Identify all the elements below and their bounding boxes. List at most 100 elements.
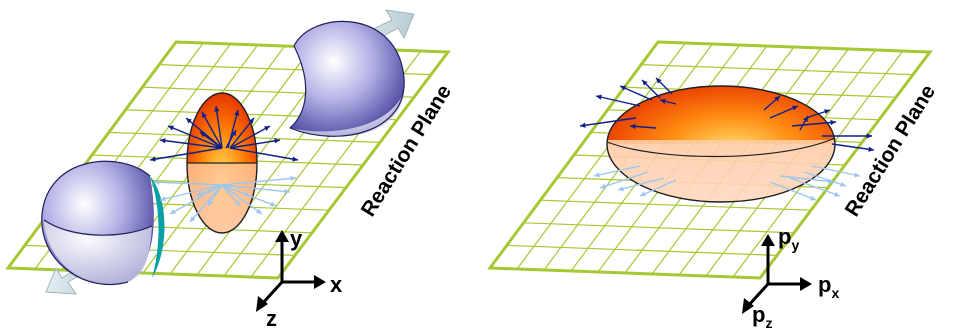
axis-z-line [260,280,284,306]
axis-px-label: px [818,272,839,301]
flow-arrow-light [153,181,223,186]
flow-arrow-dark-head [824,109,830,115]
flow-arrow-dark-head [160,138,166,144]
flow-arrow-dark-head [792,105,798,111]
flow-arrow-dark-head [630,123,636,130]
flow-arrow-dark [579,117,637,127]
flow-arrow-dark-head [620,85,626,91]
right-flow-arrows [579,77,875,201]
flow-arrow-dark-head [292,156,298,162]
axis-pz-arrowhead [742,298,754,314]
flow-arrow-light-head [256,208,262,214]
flow-arrow-dark-head [830,119,836,126]
flow-arrow-light-head [640,191,646,197]
axis-x-label: x [330,272,343,297]
left-axes [256,230,326,312]
flow-arrow-dark [831,143,875,151]
flow-arrow-light [779,175,835,183]
almond-fireball [186,92,258,234]
flow-arrow-dark-head [660,98,666,104]
flow-arrow-light [189,184,223,223]
left-flow-arrows [149,105,299,223]
nucleus-bottom-left [41,160,165,286]
axis-pz-label: pz [752,302,772,331]
flow-arrow-light [803,171,847,187]
flow-arrow-light-head [840,181,846,187]
axis-y-label: y [290,226,303,251]
axis-py-arrowhead [761,234,775,246]
axis-z-label: z [266,306,277,331]
flow-arrow-dark [201,111,223,149]
flow-arrow-dark-head [774,96,780,102]
flow-arrow-dark-head [150,156,156,162]
flow-arrow-light [221,184,263,215]
axis-px-sub: x [831,285,839,301]
grid-line [641,64,914,76]
flow-arrow-dark-head [200,132,206,138]
flow-arrow-dark-head [803,116,808,122]
flow-arrow-dark [595,95,641,107]
flow-arrow-dark [229,139,281,149]
flow-arrow-light-head [290,175,296,182]
flow-arrow-dark-head [642,80,648,86]
flow-arrow-light [769,181,817,201]
flow-arrow-light-head [270,201,276,207]
flow-arrow-dark-head [231,130,236,136]
flow-arrow-dark-head [656,78,662,84]
flow-arrow-light-head [170,209,176,214]
flow-arrow-dark-head [248,118,254,124]
flow-arrow-light [639,179,677,197]
flow-arrow-light-head [834,191,840,197]
flow-arrow-dark [167,125,223,149]
right-panel: py px pz Reaction Plane [487,40,940,331]
flow-arrow-dark-head [234,110,240,116]
axis-py-main: p [778,224,791,249]
flow-arrow-light [159,184,223,201]
flow-arrow-light-head [244,191,250,197]
axis-y-arrowhead [275,230,289,242]
axis-px-arrowhead [800,277,812,291]
flow-arrow-light-head [154,179,160,185]
left-panel: y x z Reaction Plane [5,9,456,331]
flow-arrow-light-head [284,188,290,195]
grid-line [540,199,812,211]
flow-arrow-dark-head [274,138,280,144]
flow-arrow-light [811,165,861,177]
flow-arrow-dark-head [264,126,270,131]
flow-arrow-light-head [854,172,860,178]
flow-arrow-light-head [618,186,624,192]
grid-line [506,244,778,256]
flow-arrow-dark-head [580,122,586,128]
flow-arrow-light-head [190,216,196,222]
flow-arrow-dark [149,147,223,161]
flow-arrow-light [169,184,223,215]
flow-arrow-light [789,177,841,197]
flow-arrow-dark [791,121,837,127]
flow-arrow-dark [229,117,255,149]
axis-pz-line [746,282,770,308]
flow-arrow-light [221,184,291,193]
right-plane-outline [487,40,933,280]
flow-arrow-light-head [600,183,606,189]
axis-pz-sub: z [765,315,772,331]
flow-arrow-light [221,177,297,186]
flow-arrow-dark [159,139,223,149]
flow-arrow-light-head [196,191,202,197]
axis-z-arrowhead [256,296,268,312]
axis-px-main: p [818,272,831,297]
flow-arrow-dark [229,125,271,149]
flow-arrow-light [593,165,641,177]
flow-arrow-light-head [594,172,600,178]
nucleus-top-right [289,20,405,137]
flow-arrow-dark [619,85,653,101]
axis-x-arrowhead [314,275,326,289]
flow-arrow-light-head [810,195,816,201]
flow-arrow-dark-head [168,125,174,131]
axis-py-label: py [778,224,799,253]
flow-arrow-light-head [234,200,240,206]
flow-arrow-dark-head [214,106,220,112]
flow-arrow-dark-head [866,133,872,139]
flow-arrow-dark-head [868,146,874,152]
axis-pz-main: p [752,302,765,327]
